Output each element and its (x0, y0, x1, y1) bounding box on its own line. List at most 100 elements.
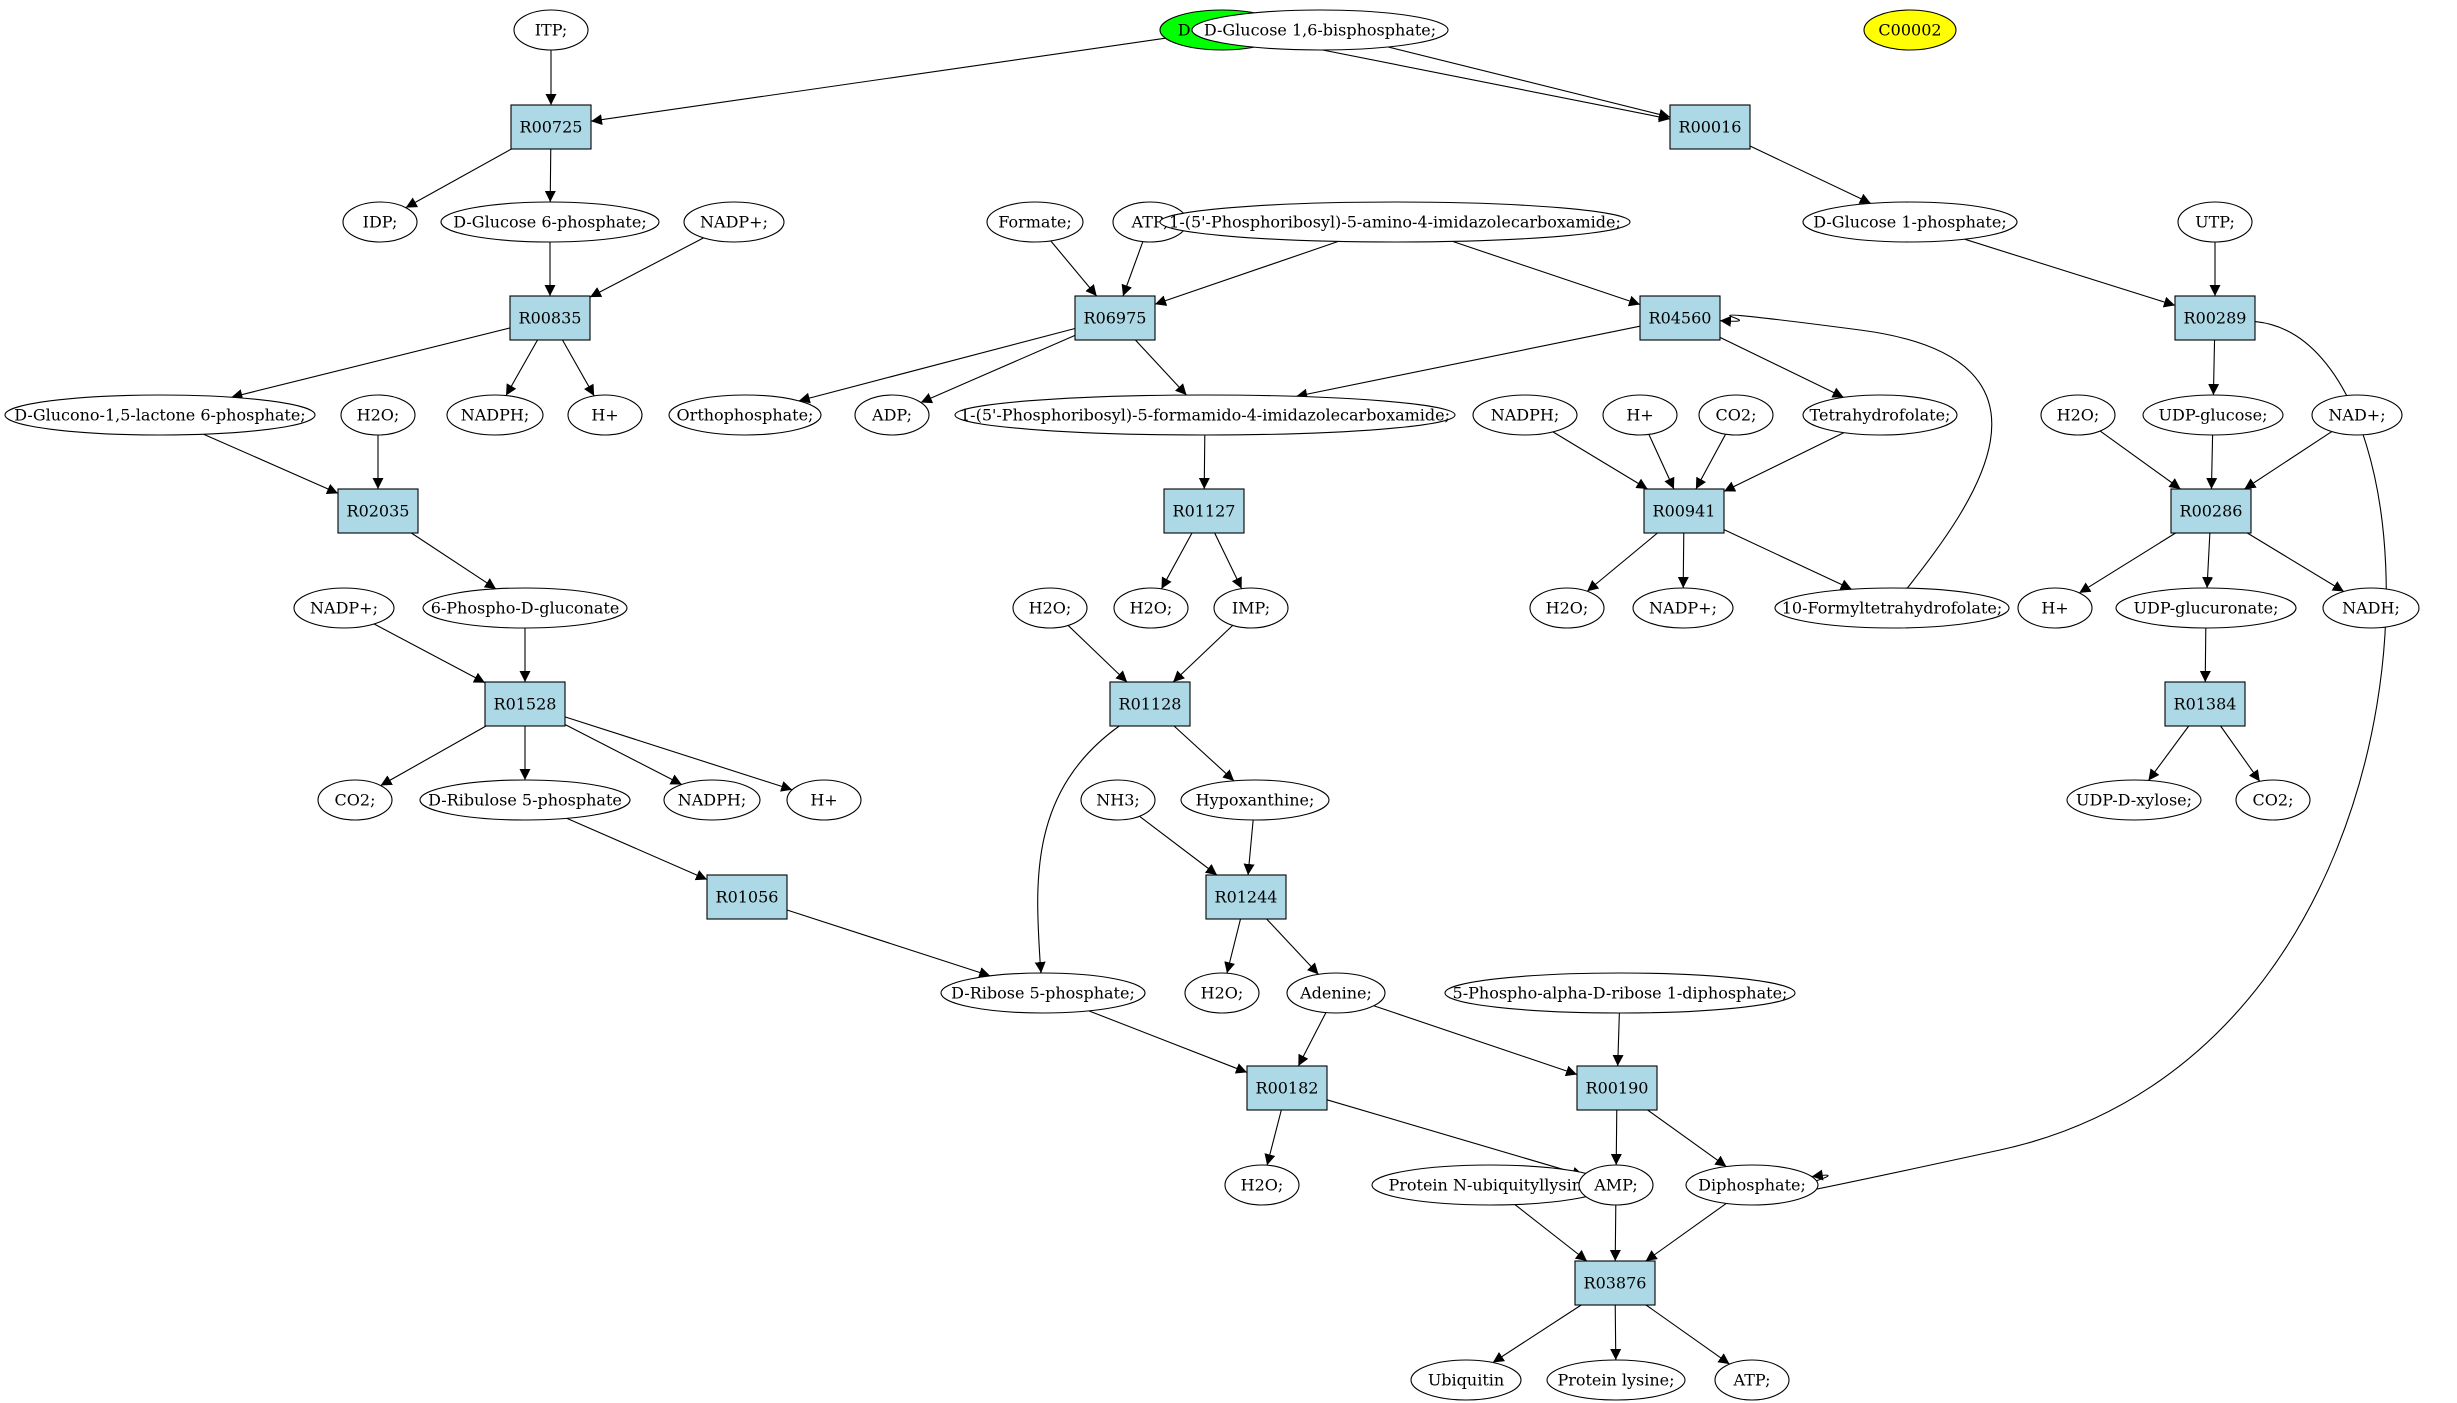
compound-ellipse (1184, 972, 1260, 1014)
edge-udpg-to-r00286 (2206, 434, 2218, 490)
node-label: UDP-glucuronate; (2134, 599, 2279, 618)
edge-pnub-to-r03876 (1514, 1204, 1588, 1262)
node-label: H+ (1626, 406, 1653, 425)
compound-ellipse (1159, 201, 1631, 243)
node-label: R00016 (1679, 118, 1742, 137)
node-label: Adenine; (1299, 984, 1372, 1003)
compound-ellipse (2235, 779, 2311, 821)
reaction-node-r00835: R00835 (509, 295, 591, 341)
compound-ellipse (668, 394, 822, 436)
edge-r5p-to-r00182 (1088, 1010, 1248, 1074)
node-label: AMP; (1593, 1176, 1638, 1195)
node-label: R03876 (1584, 1274, 1647, 1293)
node-label: Formate; (998, 213, 1072, 232)
edge-r06975-to-pi (798, 327, 1076, 404)
nodes-layer: ITP;D-Glucose;D-Glucose 1,6-bisphosphate… (4, 9, 2420, 1401)
compound-ellipse (440, 201, 660, 243)
edge-r00286-to-nadh (2247, 532, 2345, 592)
compound-node-h4: H+ (786, 779, 862, 821)
compound-ellipse (1578, 1164, 1654, 1206)
compound-ellipse (342, 201, 418, 243)
edges-layer (203, 37, 2387, 1365)
edge-aicar-to-r06975 (1154, 240, 1339, 306)
reaction-node-r00725: R00725 (510, 104, 592, 150)
node-label: R00725 (520, 118, 583, 137)
node-label: CO2; (1716, 406, 1757, 425)
node-label: R02035 (347, 502, 410, 521)
node-label: NADP+; (700, 213, 768, 232)
node-label: 1-(5'-Phosphoribosyl)-5-amino-4-imidazol… (1169, 213, 1621, 232)
edge-nadp1-to-r00835 (589, 237, 704, 298)
compound-ellipse (1546, 1359, 1686, 1401)
node-label: C00002 (1878, 21, 1941, 40)
edge-r00286-to-h3 (2078, 532, 2176, 594)
edge-r03876-to-atp2 (1645, 1304, 1730, 1365)
edge-r00289-to-ppi (1761, 321, 2387, 1200)
node-label: D-Ribulose 5-phosphate (428, 791, 622, 810)
compound-ellipse (1802, 201, 2018, 243)
reaction-box (1246, 1065, 1328, 1111)
compound-node-h1: H+ (567, 394, 643, 436)
edge-nh3-to-r01244 (1139, 815, 1218, 876)
compound-node-imp: IMP; (1213, 587, 1289, 629)
compound-ellipse (2040, 394, 2116, 436)
compound-node-udpg: UDP-glucose; (2142, 394, 2284, 436)
compound-ellipse (2017, 587, 2093, 629)
compound-ellipse (786, 779, 862, 821)
reaction-box (1205, 874, 1287, 920)
compound-ellipse (1802, 394, 1958, 436)
edge-aicar-to-r04560 (1452, 240, 1641, 307)
edge-r00725-to-g6p (544, 148, 556, 203)
compound-node-udpxyl: UDP-D-xylose; (2066, 779, 2202, 821)
edge-r00941-to-h2o5 (1586, 532, 1658, 592)
reaction-box (1576, 1065, 1658, 1111)
edge-r03876-to-ubiq (1492, 1304, 1582, 1364)
node-label: NADP+; (1649, 599, 1717, 618)
node-label: Hypoxanthine; (1196, 791, 1315, 810)
compound-node-h2o4: H2O; (1113, 587, 1189, 629)
compound-ellipse (1602, 394, 1678, 436)
compound-node-pi: Orthophosphate; (668, 394, 822, 436)
reaction-node-r01528: R01528 (484, 681, 566, 727)
edge-r01528-to-nadph3 (564, 724, 683, 785)
node-label: H2O; (1546, 599, 1589, 618)
edge-r01127-to-imp (1214, 532, 1243, 589)
node-label: D-Glucose 1-phosphate; (1813, 213, 2006, 232)
edge-thf-to-r00941 (1723, 432, 1845, 492)
edge-r00835-to-h1 (561, 339, 595, 397)
compound-ellipse (1632, 587, 1734, 629)
edge-r01127-to-h2o4 (1160, 532, 1193, 590)
compound-ellipse (1410, 1359, 1522, 1401)
compound-node-nadp2: NADP+; (293, 587, 395, 629)
node-label: UDP-glucose; (2159, 406, 2268, 425)
node-label: ATP; (1131, 213, 1169, 232)
reaction-node-r01128: R01128 (1109, 681, 1191, 727)
node-label: H2O; (1201, 984, 1244, 1003)
node-label: R01384 (2174, 695, 2237, 714)
compound-ellipse (2066, 779, 2202, 821)
compound-node-ubiq: Ubiquitin (1410, 1359, 1522, 1401)
reaction-node-r01244: R01244 (1205, 874, 1287, 920)
compound-ellipse (1714, 1359, 1790, 1401)
node-label: UTP; (2195, 213, 2235, 232)
compound-node-nadph3: NADPH; (663, 779, 761, 821)
edge-glucose-to-r00016 (1274, 39, 1671, 123)
compound-node-nad: NAD+; (2311, 394, 2403, 436)
compound-ellipse (4, 394, 316, 436)
compound-ellipse (663, 779, 761, 821)
compound-node-co2c: CO2; (2235, 779, 2311, 821)
compound-ellipse (340, 394, 416, 436)
edge-imp-to-r01128 (1172, 624, 1234, 683)
compound-node-r5p: D-Ribose 5-phosphate; (940, 972, 1146, 1014)
reaction-box (337, 488, 419, 534)
compound-node-plys: Protein lysine; (1546, 1359, 1686, 1401)
reaction-box (1643, 488, 1725, 534)
node-label: H+ (810, 791, 837, 810)
node-label: D-Ribose 5-phosphate; (951, 984, 1135, 1003)
edge-r00016-to-g1p (1749, 145, 1872, 204)
node-label: NAD+; (2328, 406, 2385, 425)
reaction-box (1669, 104, 1751, 150)
reaction-node-r00182: R00182 (1246, 1065, 1328, 1111)
compound-ellipse (1472, 394, 1578, 436)
